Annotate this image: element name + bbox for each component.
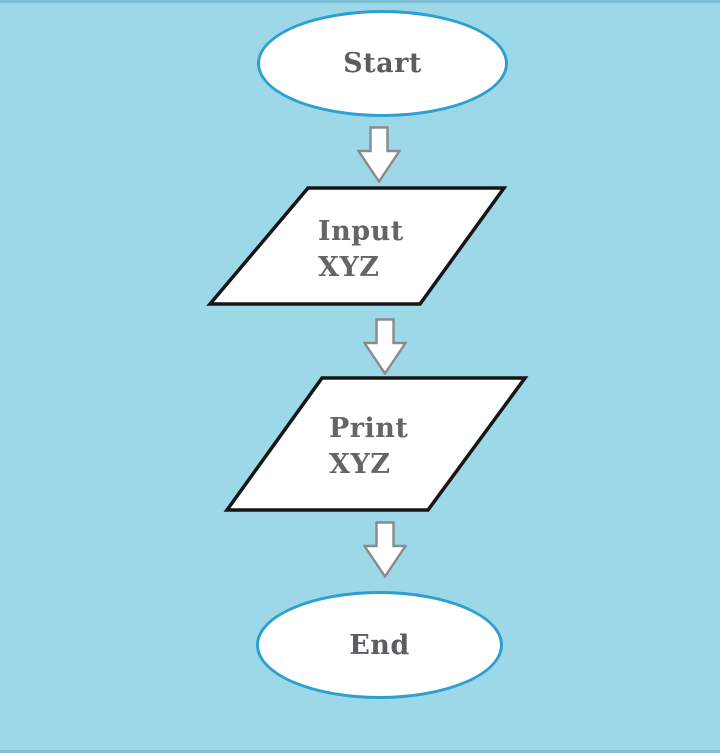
- flowchart-node-start: Start: [257, 10, 508, 117]
- start-label: Start: [343, 48, 422, 79]
- flowchart-node-end: End: [256, 591, 503, 699]
- down-arrow-icon: [363, 521, 407, 578]
- input-label: Input XYZ: [318, 214, 404, 286]
- end-label: End: [349, 629, 410, 661]
- print-label-line1: Print: [329, 413, 409, 444]
- flowchart-node-input: [206, 186, 508, 306]
- print-label-line2: XYZ: [329, 449, 391, 480]
- bottom-edge-shade: [0, 750, 720, 753]
- flowchart-node-print: [223, 376, 529, 512]
- top-edge-shade: [0, 0, 720, 3]
- down-arrow-icon: [357, 126, 401, 183]
- down-arrow-icon: [363, 318, 407, 375]
- input-label-line1: Input: [318, 216, 404, 247]
- input-label-line2: XYZ: [318, 252, 380, 283]
- print-label: Print XYZ: [329, 411, 408, 483]
